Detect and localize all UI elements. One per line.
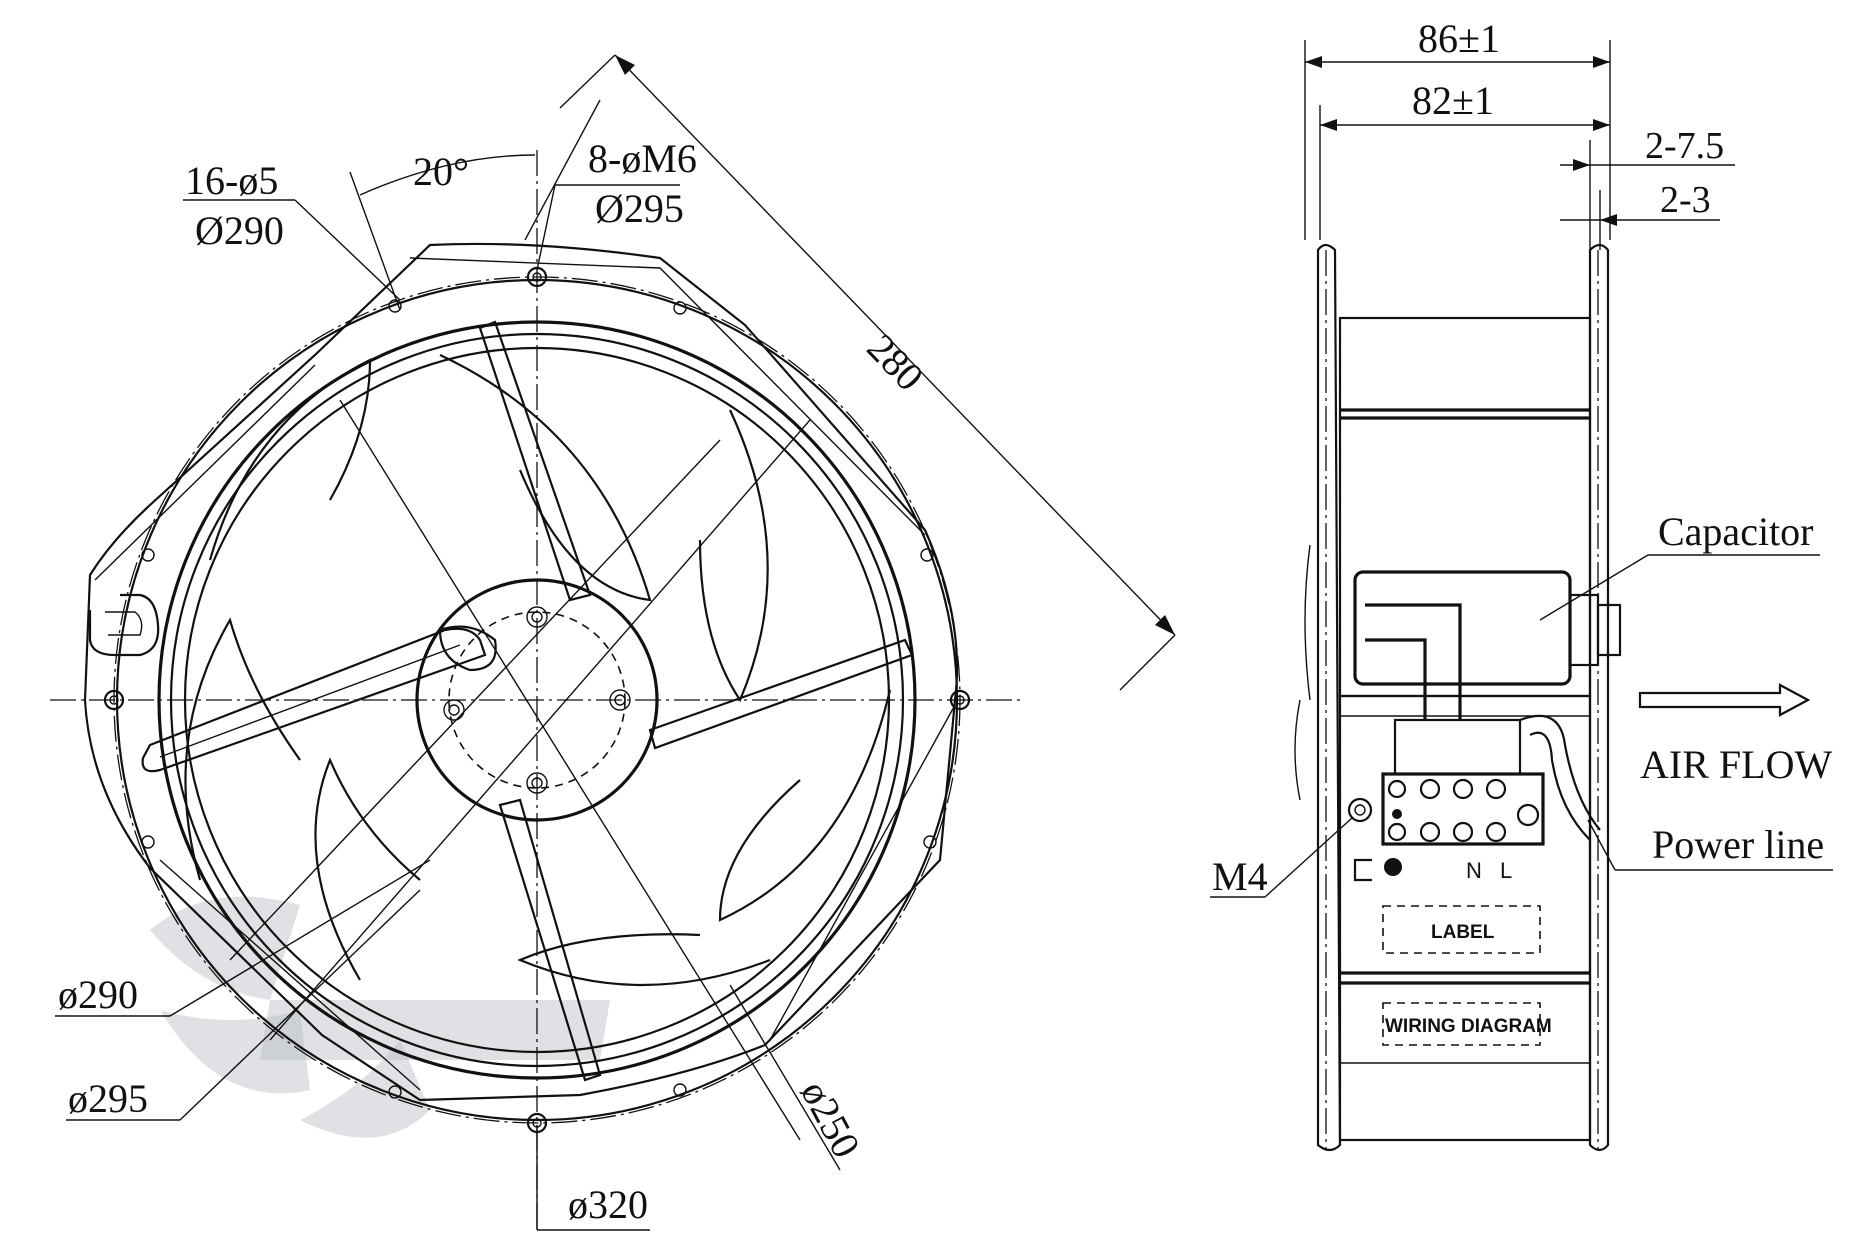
ground-symbol xyxy=(1353,858,1372,882)
strut-left-cable-channel xyxy=(141,627,487,773)
motor-hub xyxy=(415,578,659,822)
dim-280: 280 xyxy=(859,325,933,399)
cable-gland xyxy=(1568,593,1600,667)
flange-left xyxy=(1316,243,1342,1152)
dim-d320: ø320 xyxy=(568,1182,648,1227)
capacitor-body xyxy=(1353,570,1572,686)
air-flow-arrow xyxy=(1638,683,1811,717)
power-line-cable xyxy=(1519,714,1601,831)
terminal-l: L xyxy=(1500,858,1512,883)
m4-screw xyxy=(1347,797,1373,823)
label-power-line: Power line xyxy=(1652,822,1824,867)
dim-16-holes: 16-ø5 xyxy=(185,158,278,203)
flange-right xyxy=(1588,243,1610,1152)
strut-top xyxy=(478,320,592,602)
front-view: 280 20° 16-ø5 Ø290 8-øM6 Ø295 ø290 ø295 … xyxy=(50,54,1176,1231)
strut-right xyxy=(648,638,914,750)
housing-bottom xyxy=(1338,694,1592,1142)
wiring-diagram-text: WIRING DIAGRAM xyxy=(1385,1016,1552,1037)
terminal-n: N xyxy=(1466,858,1482,883)
dim-d290: ø290 xyxy=(58,972,138,1017)
label-capacitor: Capacitor xyxy=(1658,509,1814,554)
fan-blades xyxy=(184,354,892,987)
dim-width-86: 86±1 xyxy=(1418,16,1500,61)
label-box-text: LABEL xyxy=(1431,922,1495,943)
dim-flange-3: 2-3 xyxy=(1660,179,1711,221)
dim-8-m6: 8-øM6 xyxy=(588,136,697,181)
dim-width-82: 82±1 xyxy=(1412,78,1494,123)
label-air-flow: AIR FLOW xyxy=(1640,742,1832,787)
dim-holes-pcd: Ø290 xyxy=(195,208,284,253)
dim-flange-7-5: 2-7.5 xyxy=(1645,125,1724,167)
terminal-screws xyxy=(1387,778,1540,843)
fan-frame-outline xyxy=(83,242,959,1102)
strut-bottom xyxy=(498,798,602,1082)
label-m4: M4 xyxy=(1212,854,1268,899)
label-box xyxy=(1382,905,1541,954)
watermark-logo xyxy=(150,896,610,1138)
dim-d295: ø295 xyxy=(68,1076,148,1121)
side-view: 86±1 82±1 2-7.5 2-3 xyxy=(1210,16,1833,1152)
dim-mount-pcd: Ø295 xyxy=(595,186,684,231)
dim-d250: ø250 xyxy=(792,1073,869,1165)
cable-loop xyxy=(88,593,160,657)
dim-angle-20: 20° xyxy=(413,149,469,194)
housing-top xyxy=(1338,316,1592,420)
